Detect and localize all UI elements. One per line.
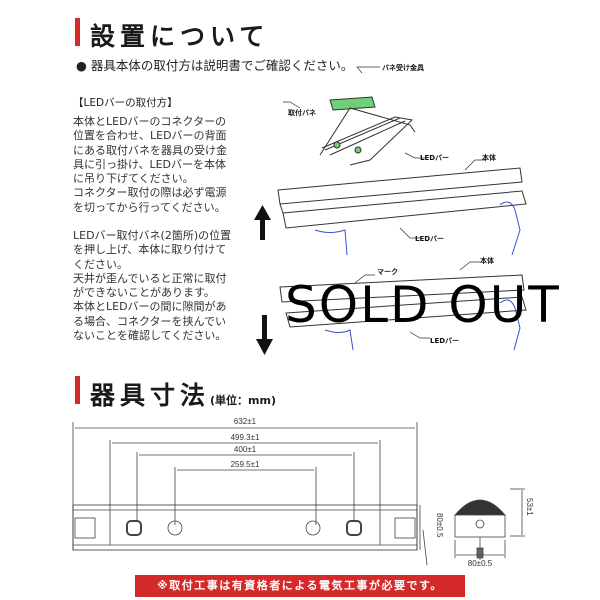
dim-side-height: 53±1: [525, 498, 534, 516]
electrical-work-warning: ※取付工事は有資格者による電気工事が必要です。: [135, 575, 465, 597]
label-led-bar-1: LEDバー: [420, 154, 449, 162]
installation-diagram: バネ受け金具 取付バネ LEDバー 本体 LEDバー 本体 マーク LEDバー: [254, 63, 527, 355]
body-bar-upper: [277, 167, 527, 229]
section-title-installation: 設置について: [90, 22, 270, 51]
instructions-heading: 【LEDバーの取付方】: [73, 97, 178, 109]
text-line: LEDバー取付バネ(2箇所)の位置: [73, 229, 232, 242]
instructions-para-1: 本体とLEDバーのコネクターの 位置を合わせ、LEDバーの背面 にある取付バネを…: [73, 115, 273, 215]
instructions-para-2: LEDバー取付バネ(2箇所)の位置 を押し上げ、本体に取り付けて ください。 天…: [73, 229, 273, 343]
text-line: を押し上げ、本体に取り付けて: [73, 243, 227, 257]
label-led-bar-3: LEDバー: [430, 337, 459, 345]
text-line: ないことを確認してください。: [73, 329, 227, 343]
section-accent-bar: [75, 18, 80, 46]
installation-note: ● 器具本体の取付方は説明書でご確認ください。: [76, 58, 354, 73]
text-line: を切ってから行ってください。: [73, 200, 226, 214]
dim-side-width: 80±0.5: [468, 559, 493, 568]
body-bar-lower: [279, 274, 527, 328]
dim-499: 499.3±1: [231, 433, 260, 442]
text-line: る場合、コネクターを挟んでい: [73, 314, 227, 328]
hand-illustration: [314, 201, 521, 351]
arrow-up-icon: [254, 205, 271, 240]
dim-total: 632±1: [234, 417, 257, 426]
text-line: 天井が歪んでいると正常に取付: [73, 271, 227, 285]
text-line: にある取付バネを器具の受け金: [73, 143, 227, 157]
label-spring-bracket: バネ受け金具: [382, 63, 424, 72]
text-line: 位置を合わせ、LEDバーの背面: [73, 129, 227, 143]
text-line: 具に引っ掛け、LEDバーを本体: [73, 157, 226, 171]
unit-label: (単位：mm): [210, 394, 276, 407]
label-led-bar-2: LEDバー: [415, 235, 444, 243]
label-spring: 取付バネ: [288, 108, 316, 117]
text-line: 本体とLEDバーのコネクターの: [73, 115, 227, 128]
label-mark: マーク: [377, 267, 398, 276]
text-line: ください。: [73, 257, 128, 271]
text-line: ができないことがあります。: [73, 286, 215, 300]
label-body-1: 本体: [481, 153, 497, 162]
text-line: 本体とLEDバーの間に隙間があ: [73, 300, 227, 314]
dimensions-title: 器具寸法: [90, 381, 211, 410]
dim-400: 400±1: [234, 445, 257, 454]
text-line: に吊り下げてください。: [73, 172, 194, 186]
section-title-dimensions: 器具寸法(単位：mm): [90, 376, 276, 412]
section-accent-bar: [75, 376, 80, 404]
bracket-illustration: [319, 96, 416, 166]
arrow-down-icon: [256, 315, 273, 355]
dim-259: 259.5±1: [231, 460, 260, 469]
dimension-drawing: 632±1 499.3±1 400±1 259.5±1 80±0.5 80±0.…: [72, 417, 534, 568]
text-line: コネクター取付の際は必ず電源: [73, 186, 227, 200]
sold-out-overlay: SOLD OUT: [285, 276, 561, 334]
label-body-2: 本体: [479, 256, 495, 265]
dim-height: 80±0.5: [435, 513, 444, 538]
